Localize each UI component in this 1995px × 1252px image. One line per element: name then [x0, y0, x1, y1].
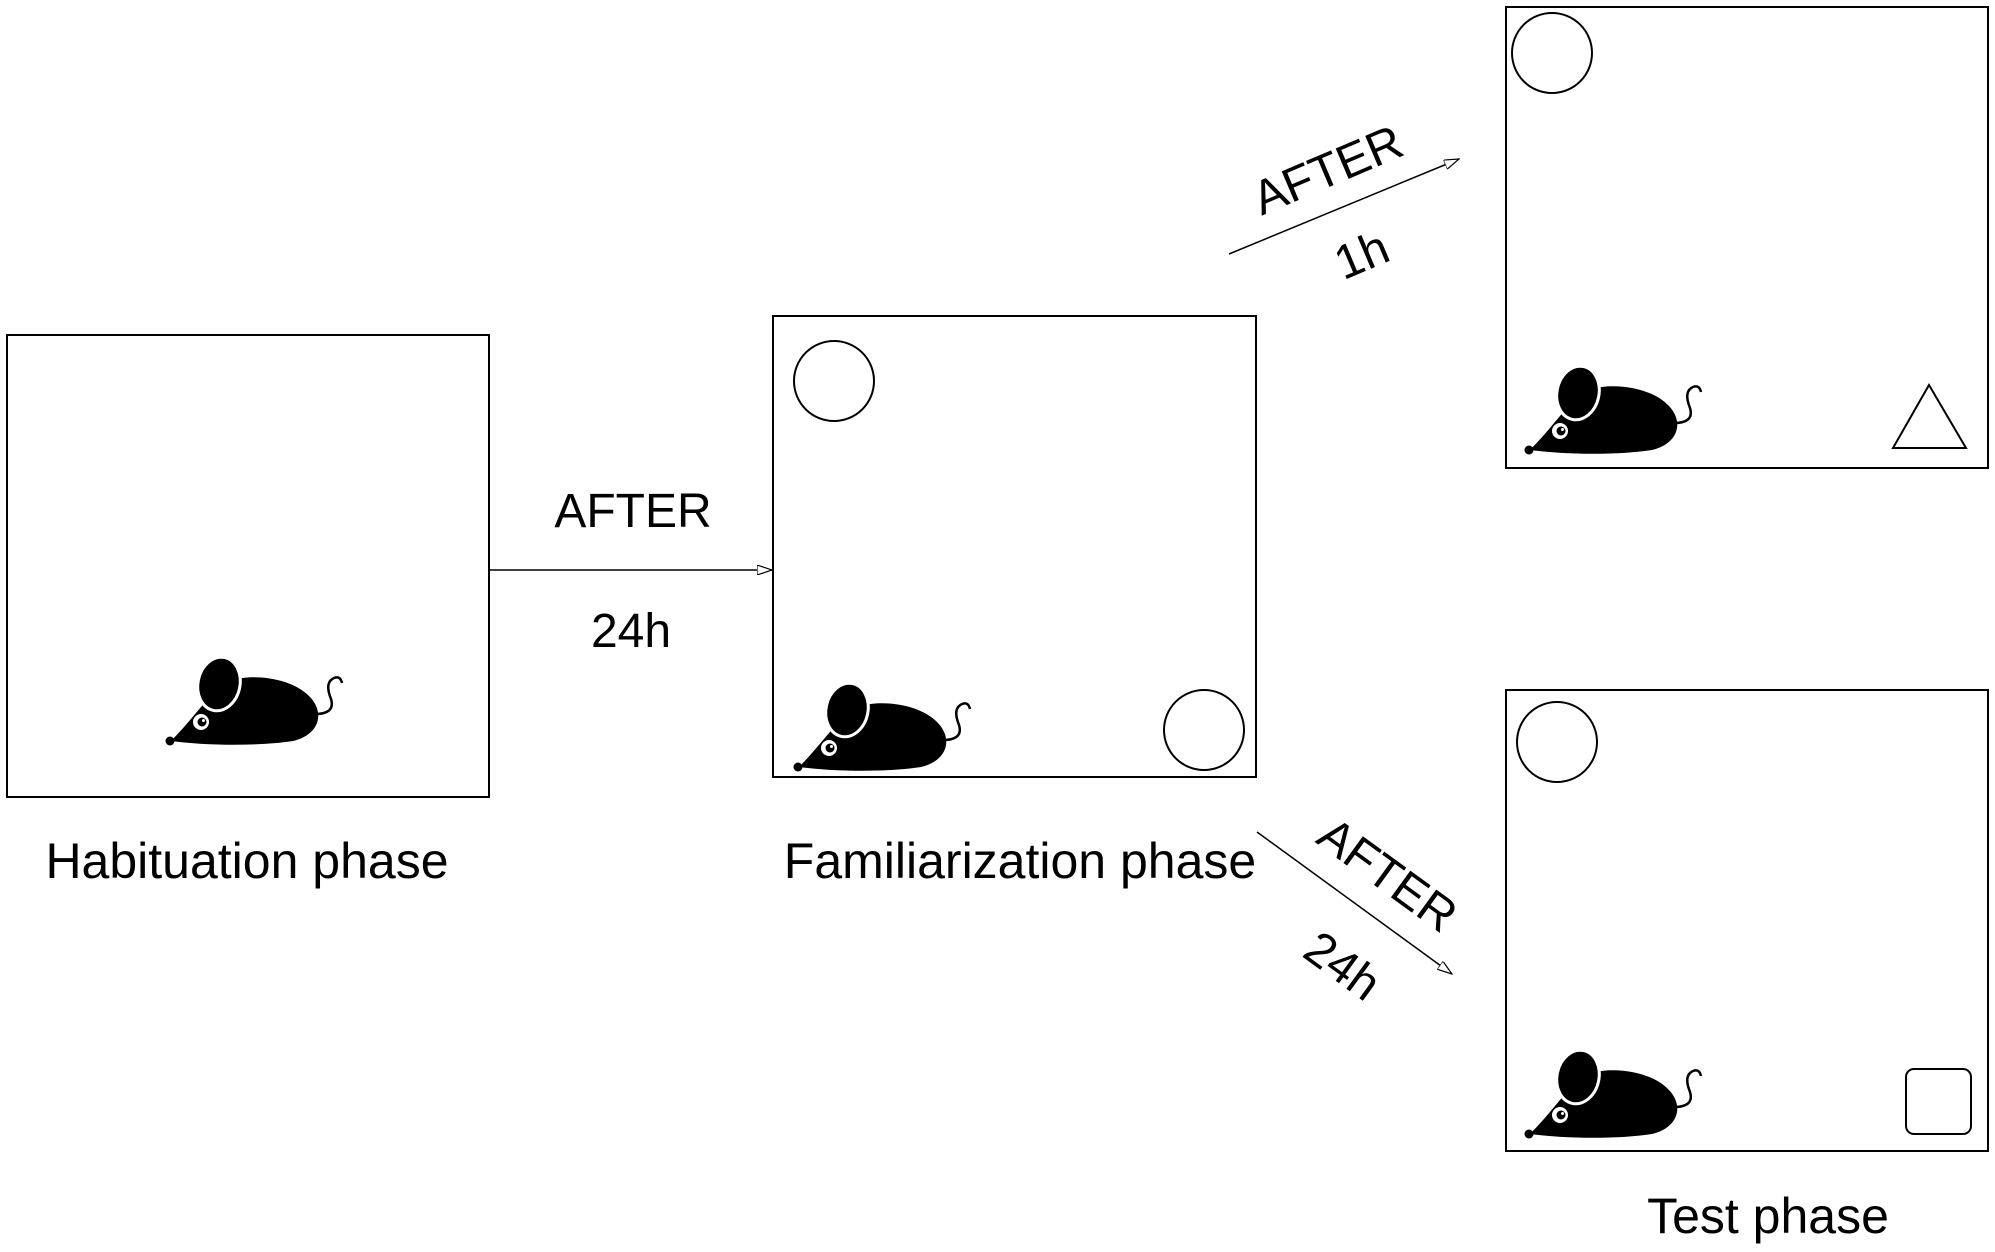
- familiarization-arena: [772, 315, 1257, 778]
- after-label: AFTER: [554, 485, 711, 538]
- test-arena-bottom: [1505, 689, 1989, 1152]
- habituation-phase-label: Habituation phase: [45, 833, 448, 889]
- familiarization-phase-label: Familiarization phase: [784, 833, 1256, 889]
- mouse-icon: [1523, 1044, 1703, 1140]
- test-arena-top: [1505, 6, 1989, 469]
- arrow-familiarization-to-test-top: [1228, 159, 1459, 255]
- habituation-arena: [6, 334, 490, 798]
- after-label: AFTER: [1245, 116, 1411, 226]
- arrow-familiarization-to-test-bottom: [1256, 831, 1452, 974]
- object-square: [1905, 1068, 1972, 1135]
- mouse-icon: [164, 651, 344, 747]
- mouse-icon: [792, 677, 972, 773]
- object-circle: [1163, 689, 1245, 771]
- object-triangle: [1891, 383, 1968, 449]
- object-circle: [1516, 701, 1598, 783]
- delay-label: 1h: [1327, 221, 1397, 291]
- test-phase-label: Test phase: [1647, 1188, 1889, 1244]
- delay-label: 24h: [1294, 921, 1390, 1011]
- after-label: AFTER: [1308, 808, 1466, 943]
- mouse-icon: [1523, 360, 1703, 456]
- delay-label: 24h: [591, 605, 671, 658]
- object-circle: [793, 340, 875, 422]
- object-circle: [1511, 12, 1593, 94]
